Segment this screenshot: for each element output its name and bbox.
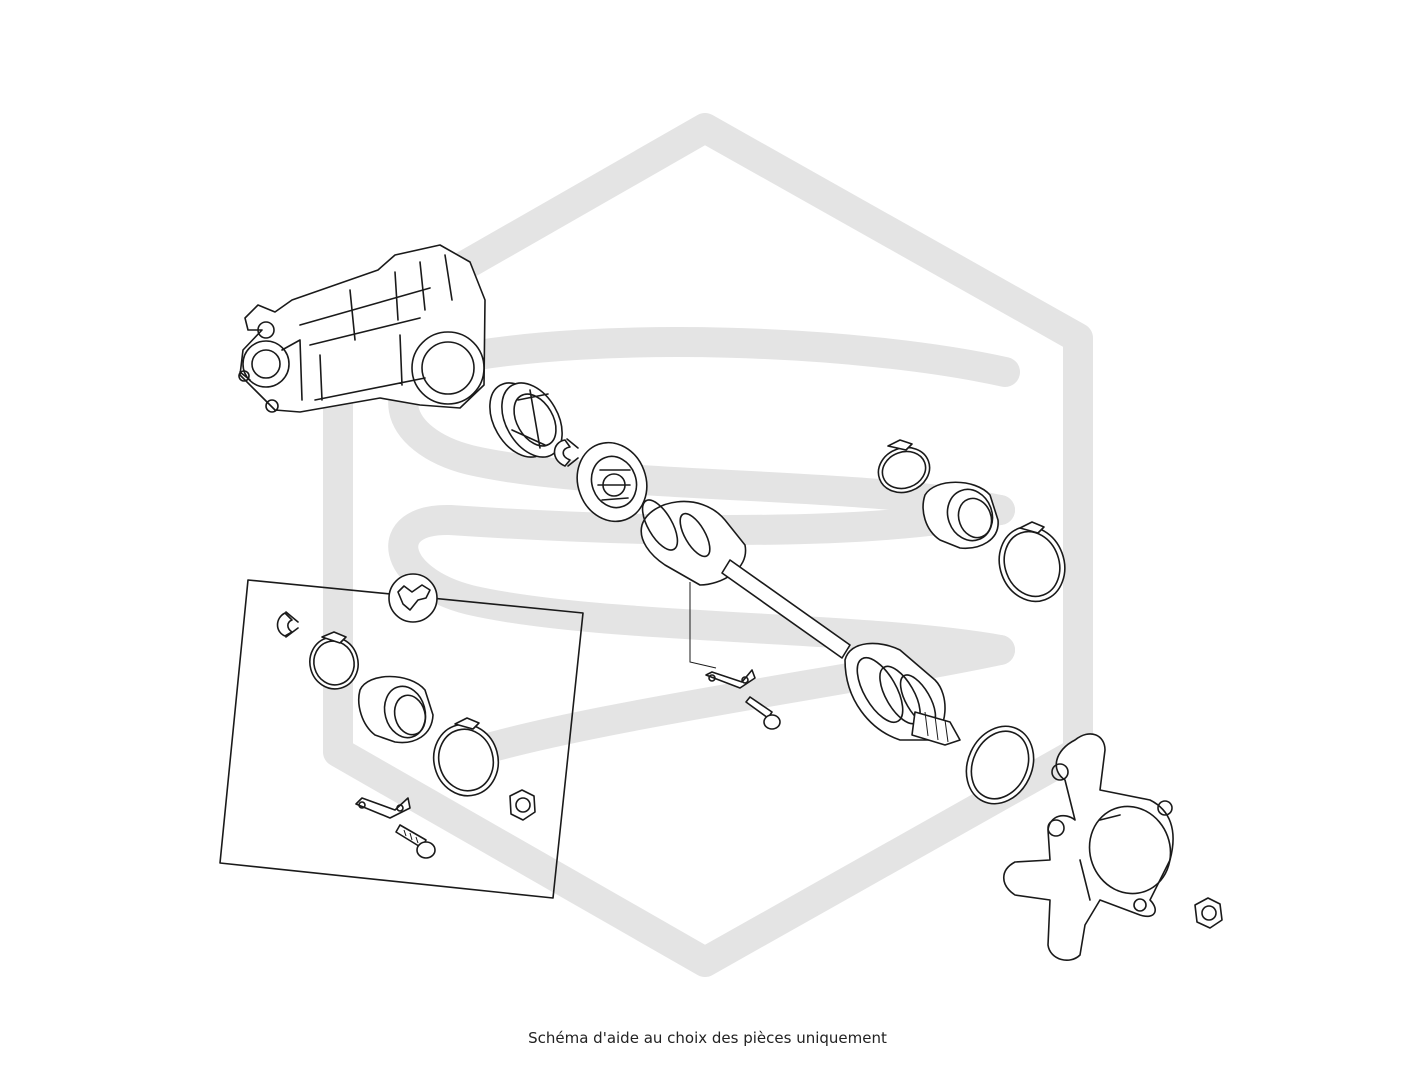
kit-bracket[interactable] [355, 797, 411, 819]
clamp-small[interactable] [872, 439, 936, 500]
hub-nut[interactable] [1194, 897, 1223, 929]
wrench-icon[interactable] [388, 573, 438, 623]
kit-circlip[interactable] [276, 611, 299, 638]
kit-clamp-large[interactable] [426, 717, 506, 803]
shaft-support-bracket[interactable] [689, 582, 756, 689]
inner-cv-bearing[interactable] [566, 433, 657, 531]
sealing-ring[interactable] [954, 715, 1046, 815]
differential-housing[interactable] [238, 244, 486, 413]
repair-kit-box [219, 579, 584, 899]
drive-shaft[interactable] [636, 495, 961, 746]
caption: Schéma d'aide au choix des pièces unique… [528, 1029, 887, 1047]
kit-clamp-small[interactable] [304, 631, 364, 695]
kit-nut[interactable] [509, 789, 536, 821]
kit-cv-boot[interactable] [358, 675, 434, 744]
bolt[interactable] [745, 696, 781, 730]
circlip[interactable] [553, 438, 579, 467]
wheel-carrier[interactable] [1002, 733, 1183, 961]
clamp-large[interactable] [989, 517, 1075, 610]
inner-cv-joint-housing[interactable] [477, 372, 574, 467]
kit-bolt[interactable] [395, 824, 436, 859]
cv-boot[interactable] [922, 481, 999, 549]
